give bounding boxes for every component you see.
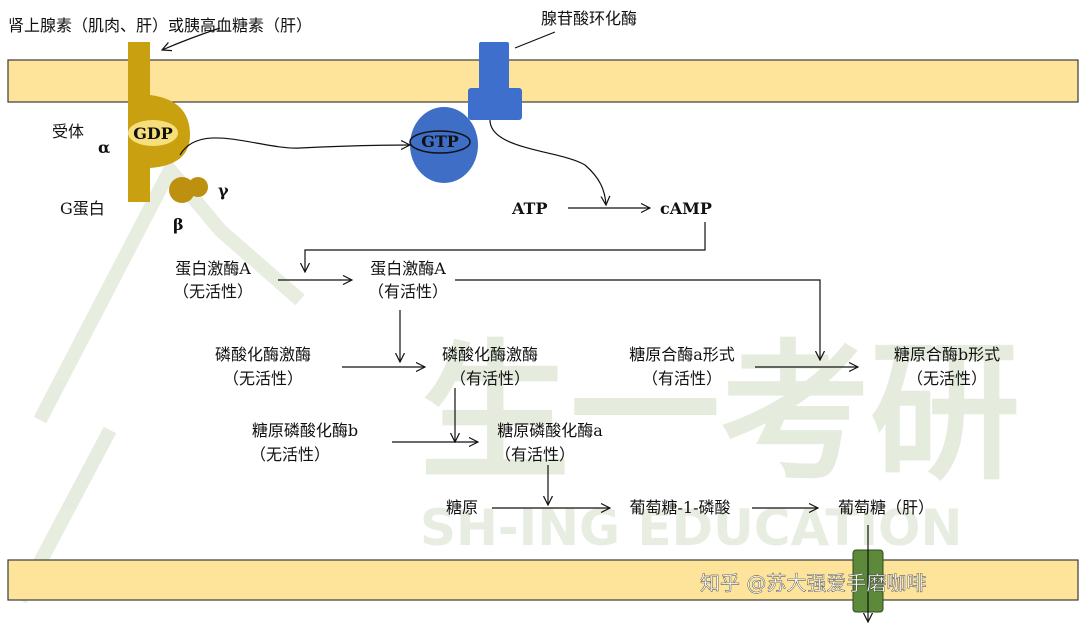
gamma-subunit xyxy=(188,177,208,197)
beta-subunit xyxy=(169,177,195,203)
g1p-label: 葡萄糖-1-磷酸 xyxy=(630,498,731,517)
gp-a-label: 糖原磷酸化酶a xyxy=(497,421,603,440)
gs-b-label: 糖原合酶b形式 xyxy=(894,345,1000,364)
phk-active-state: （有活性） xyxy=(450,369,530,388)
glycogen-label: 糖原 xyxy=(446,498,478,517)
pka-inactive-label: 蛋白激酶A xyxy=(175,259,251,278)
alpha-label: α xyxy=(98,138,110,157)
cyclase-label: 腺苷酸环化酶 xyxy=(541,9,637,28)
pka-inactive-state: （无活性） xyxy=(173,282,253,301)
gtp-label: GTP xyxy=(421,132,459,151)
camp-label: cAMP xyxy=(660,199,712,218)
arrows xyxy=(162,27,868,622)
site-watermark: 知乎 @苏大强爱手磨咖啡 xyxy=(700,571,926,595)
phk-active-label: 磷酸化酶激酶 xyxy=(442,345,538,364)
gs-b-state: （无活性） xyxy=(907,369,987,388)
g-alpha-gtp xyxy=(410,107,478,183)
hormone-label: 肾上腺素（肌肉、肝）或胰高血糖素（肝） xyxy=(8,16,312,35)
gs-a-label: 糖原合酶a形式 xyxy=(629,345,735,364)
g-protein-label: G蛋白 xyxy=(60,199,105,218)
gp-b-label: 糖原磷酸化酶b xyxy=(252,421,358,440)
pka-active-state: （有活性） xyxy=(368,282,448,301)
watermark-logo-text: 生一考研 xyxy=(420,327,1020,501)
bottom-membrane xyxy=(7,559,1079,601)
watermark-logo: 生一考研 SH-ING EDUCATION xyxy=(13,157,1020,604)
adenylate-cyclase xyxy=(468,42,522,120)
watermark-logo-en: SH-ING EDUCATION xyxy=(420,499,962,557)
phk-inactive-state: （无活性） xyxy=(223,369,303,388)
pka-active-label: 蛋白激酶A xyxy=(370,259,446,278)
atp-label: ATP xyxy=(511,199,547,218)
gdp-subunit xyxy=(128,120,178,146)
receptor: GDP xyxy=(128,42,208,203)
gp-b-state: （无活性） xyxy=(250,445,330,464)
glucose-label: 葡萄糖（肝） xyxy=(838,498,934,517)
gdp-label: GDP xyxy=(133,124,173,143)
gamma-label: γ xyxy=(218,181,229,200)
beta-label: β xyxy=(173,215,184,234)
top-membrane xyxy=(7,59,1079,103)
gs-a-state: （有活性） xyxy=(642,369,722,388)
gp-a-state: （有活性） xyxy=(495,445,575,464)
receptor-label: 受体 xyxy=(52,122,84,141)
phk-inactive-label: 磷酸化酶激酶 xyxy=(215,345,311,364)
